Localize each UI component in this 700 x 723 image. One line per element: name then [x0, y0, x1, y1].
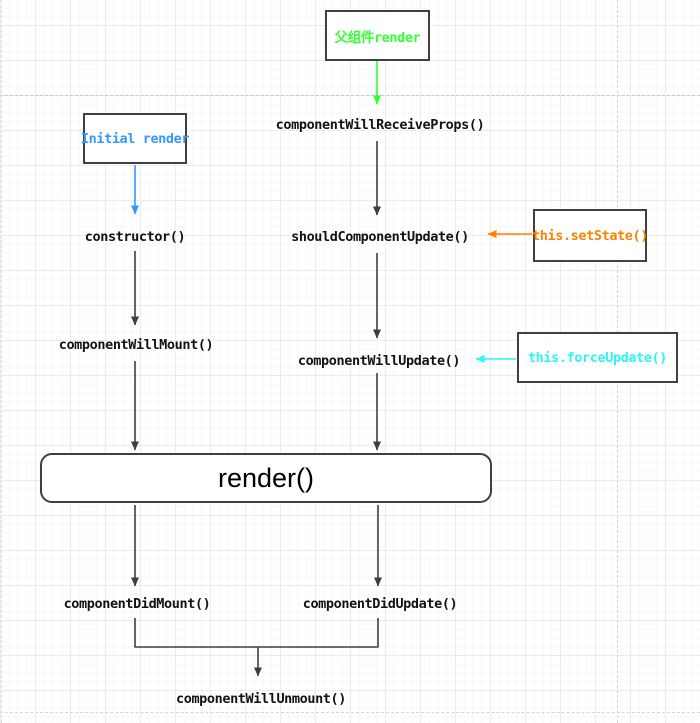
connector-did-methods-junction — [134, 618, 379, 648]
label-component-will-update: componentWillUpdate() — [297, 353, 461, 369]
parent-render-box: 父组件render — [325, 10, 430, 61]
page-boundary-vertical-left — [1, 0, 2, 723]
label-component-will-receive-props: componentWillReceiveProps() — [275, 117, 485, 133]
force-update-box: this.forceUpdate() — [517, 332, 678, 383]
label-component-will-mount: componentWillMount() — [58, 337, 214, 353]
force-update-label: this.forceUpdate() — [527, 349, 668, 366]
label-component-did-update: componentDidUpdate() — [302, 596, 458, 612]
page-boundary-horizontal-bottom — [0, 712, 700, 713]
page-boundary-horizontal-top — [0, 95, 700, 96]
set-state-box: this.setState() — [532, 209, 648, 262]
render-label: render() — [217, 462, 315, 493]
initial-render-label: Initial render — [80, 130, 190, 147]
label-component-will-unmount: componentWillUnmount() — [175, 691, 346, 707]
initial-render-box: Initial render — [80, 113, 190, 164]
render-box: render() — [40, 453, 492, 503]
set-state-label: this.setState() — [532, 227, 648, 244]
parent-render-label: 父组件render — [334, 29, 421, 46]
label-constructor: constructor() — [84, 229, 186, 245]
label-should-component-update: shouldComponentUpdate() — [291, 229, 469, 245]
label-component-did-mount: componentDidMount() — [63, 596, 211, 612]
